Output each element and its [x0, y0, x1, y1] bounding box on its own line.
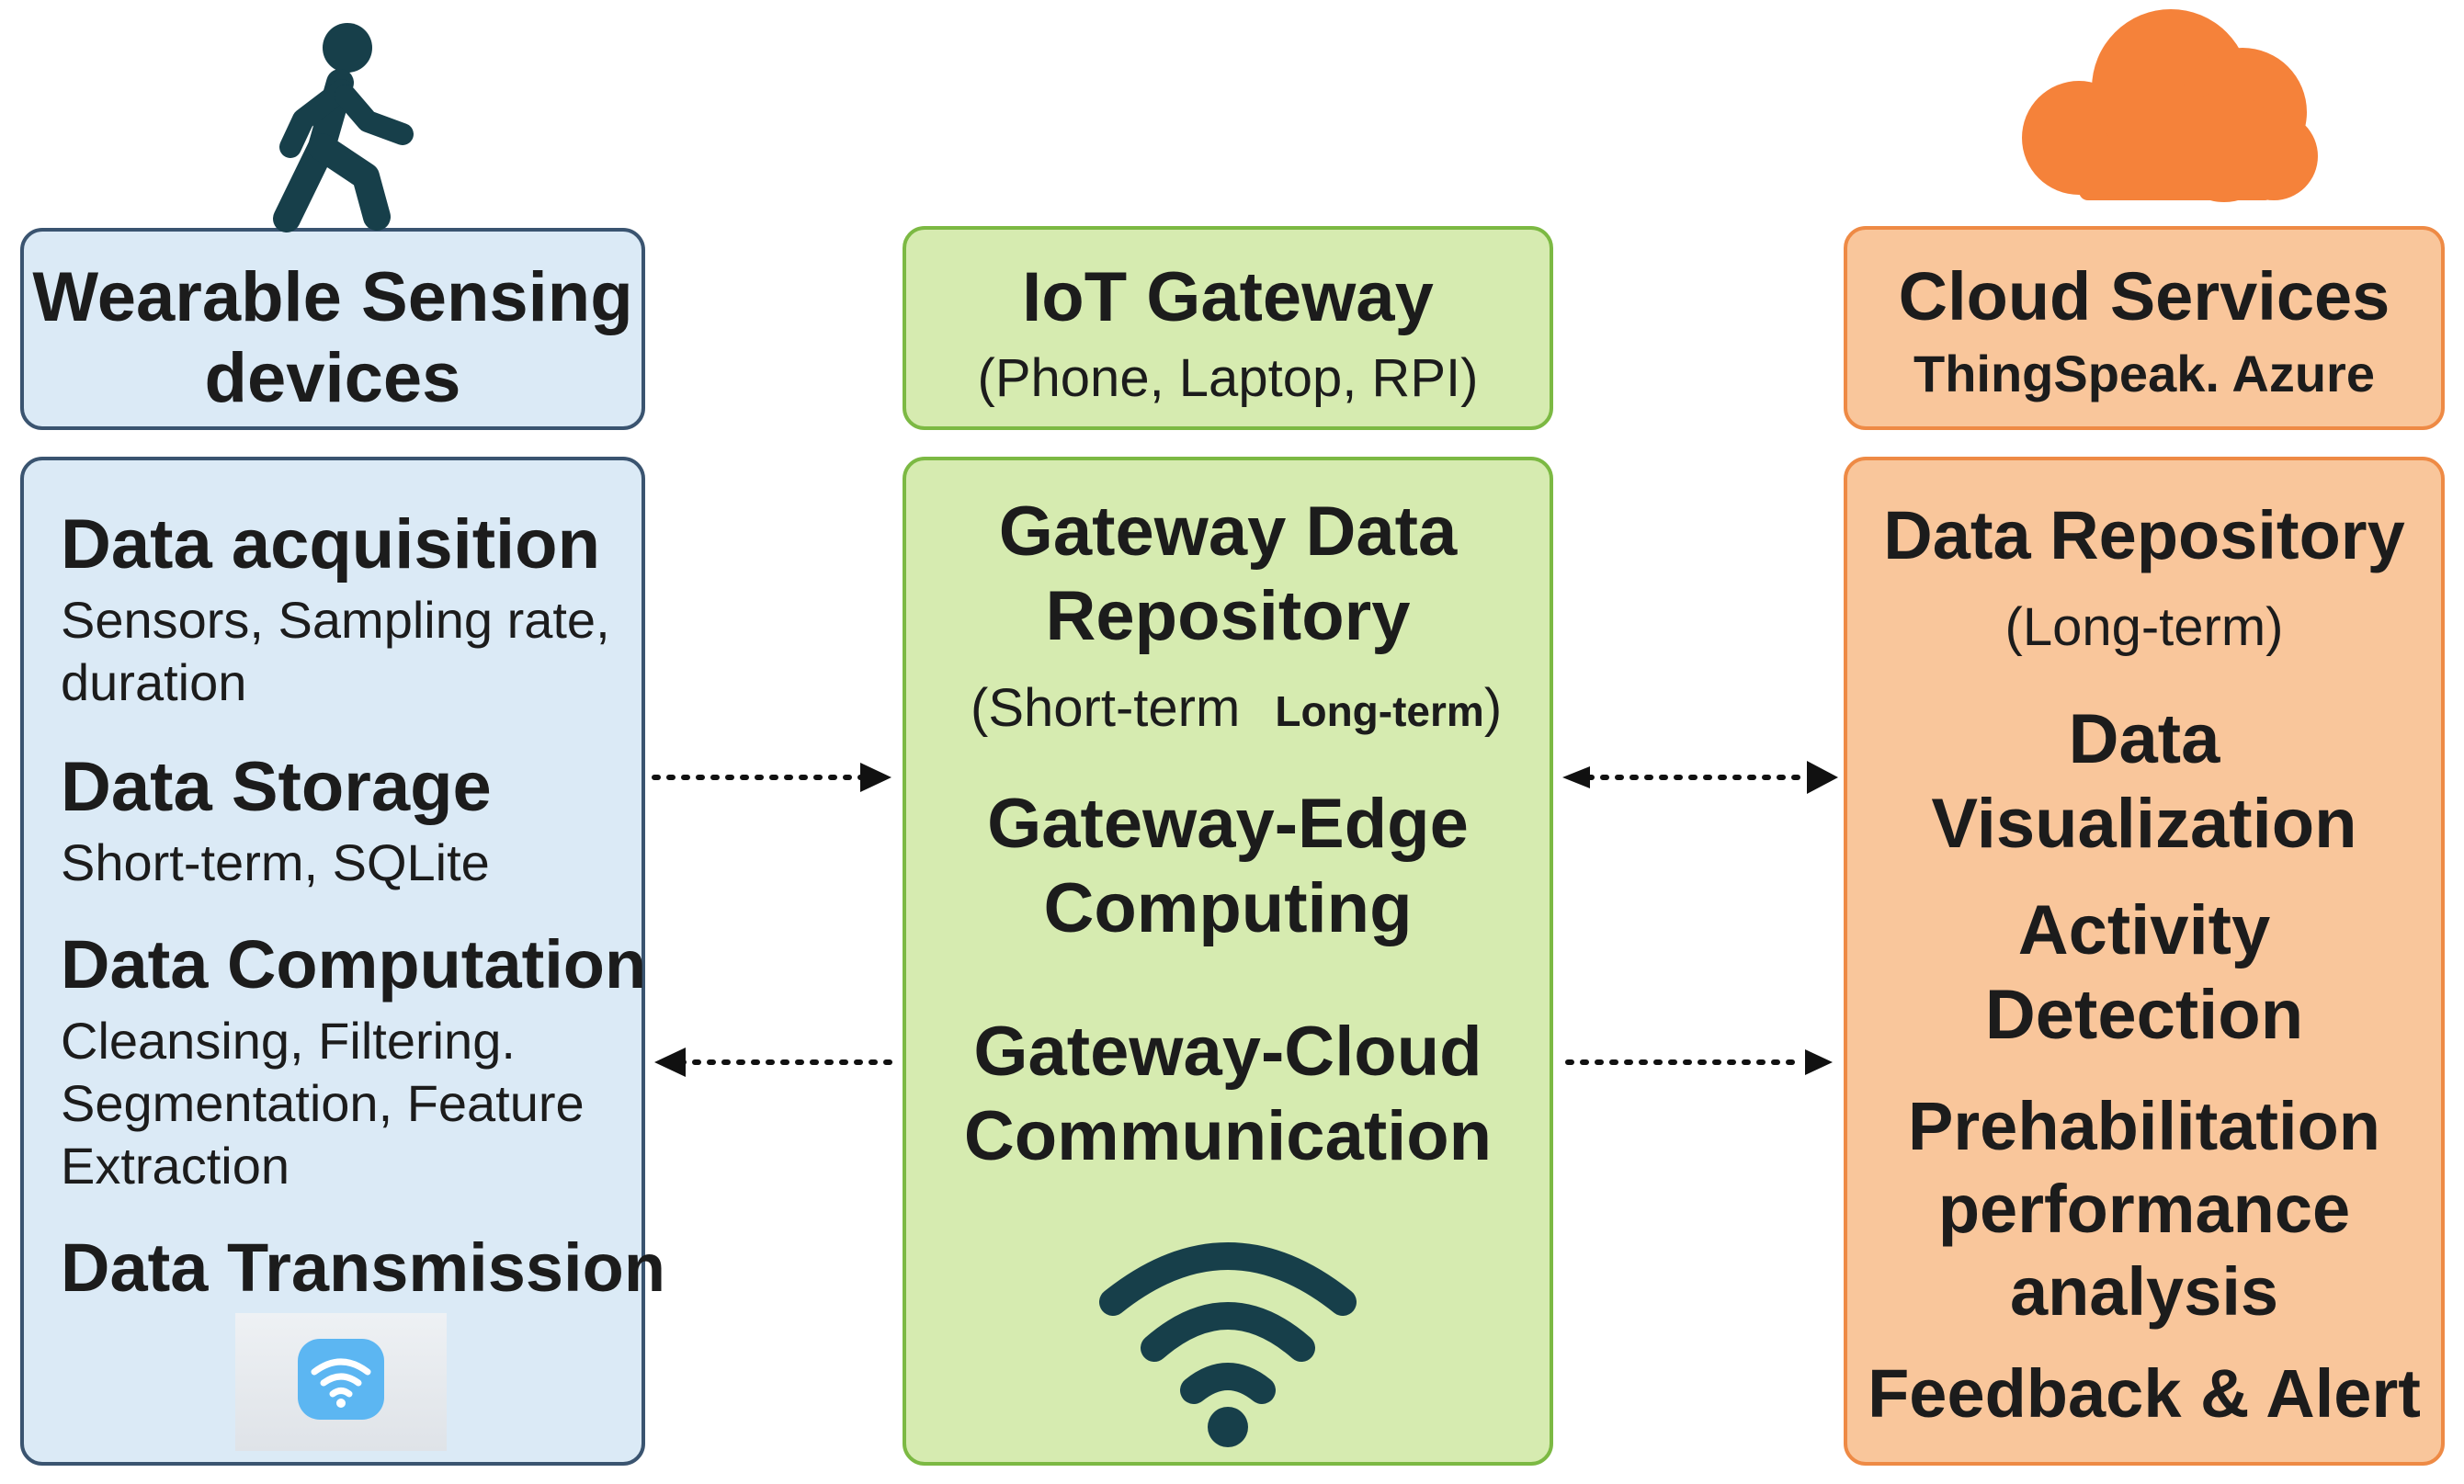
cloud-services-functions-box: Data Repository (Long-term) Data Visuali…: [1844, 457, 2445, 1466]
wifi-app-icon: [235, 1313, 447, 1451]
iot-gateway-title: IoT Gateway: [1022, 258, 1434, 336]
activity-detection-line2: Detection: [1984, 976, 2304, 1054]
section-detail-storage: Short-term, SQLite: [61, 833, 490, 891]
prehab-line2: performance: [1937, 1171, 2351, 1247]
section-detail-acquisition: Sensors, Sampling rate, duration: [61, 591, 610, 711]
gateway-repo-line1: Gateway Data: [998, 493, 1458, 571]
gateway-edge-line1: Gateway-Edge: [987, 785, 1469, 863]
feedback-alert: Feedback & Alert: [1868, 1355, 2421, 1432]
section-heading-acquisition: Data acquisition: [61, 505, 600, 583]
cloud-services-subtitle: ThingSpeak. Azure: [1913, 345, 2375, 402]
gateway-cloud-line2: Communication: [963, 1097, 1493, 1175]
data-visualization-line2: Visualization: [1931, 785, 2357, 863]
gateway-repo-line2: Repository: [1045, 577, 1411, 655]
wearable-functions-box: Data acquisition Sensors, Sampling rate,…: [20, 457, 665, 1466]
iot-gateway-subtitle: (Phone, Laptop, RPI): [977, 348, 1479, 408]
cloud-services-header-box: Cloud Services ThingSpeak. Azure: [1844, 226, 2445, 430]
gateway-edge-line2: Computing: [1043, 869, 1413, 947]
wearable-header-line2: devices: [204, 339, 461, 417]
iot-gateway-functions-box: Gateway Data Repository (Short-term Long…: [903, 457, 1553, 1466]
section-heading-computation: Data Computation: [61, 926, 647, 1003]
gateway-repo-sub-short: (Short-term: [971, 678, 1241, 738]
cloud-services-title: Cloud Services: [1898, 258, 2390, 334]
data-repository-title: Data Repository: [1883, 497, 2405, 573]
wearable-header-line1: Wearable Sensing: [32, 258, 633, 336]
section-heading-transmission: Data Transmission: [61, 1229, 666, 1306]
section-heading-storage: Data Storage: [61, 748, 492, 826]
prehab-line1: Prehabilitation: [1908, 1088, 2380, 1164]
section-detail-computation: Cleansing, Filtering. Segmentation, Feat…: [61, 1012, 585, 1195]
gateway-repo-sub-close: ): [1483, 678, 1503, 738]
data-repository-sub: (Long-term): [2004, 597, 2284, 657]
data-visualization-line1: Data: [2068, 700, 2220, 778]
wearable-header-box: Wearable Sensing devices: [20, 228, 645, 430]
prehab-line3: analysis: [2009, 1253, 2279, 1330]
gateway-repo-sub-long: Long-term: [1275, 687, 1484, 735]
activity-detection-line1: Activity: [2017, 891, 2271, 969]
gateway-cloud-line1: Gateway-Cloud: [973, 1013, 1482, 1091]
iot-gateway-header-box: IoT Gateway (Phone, Laptop, RPI): [903, 226, 1553, 430]
wifi-icon: [1099, 1242, 1357, 1447]
